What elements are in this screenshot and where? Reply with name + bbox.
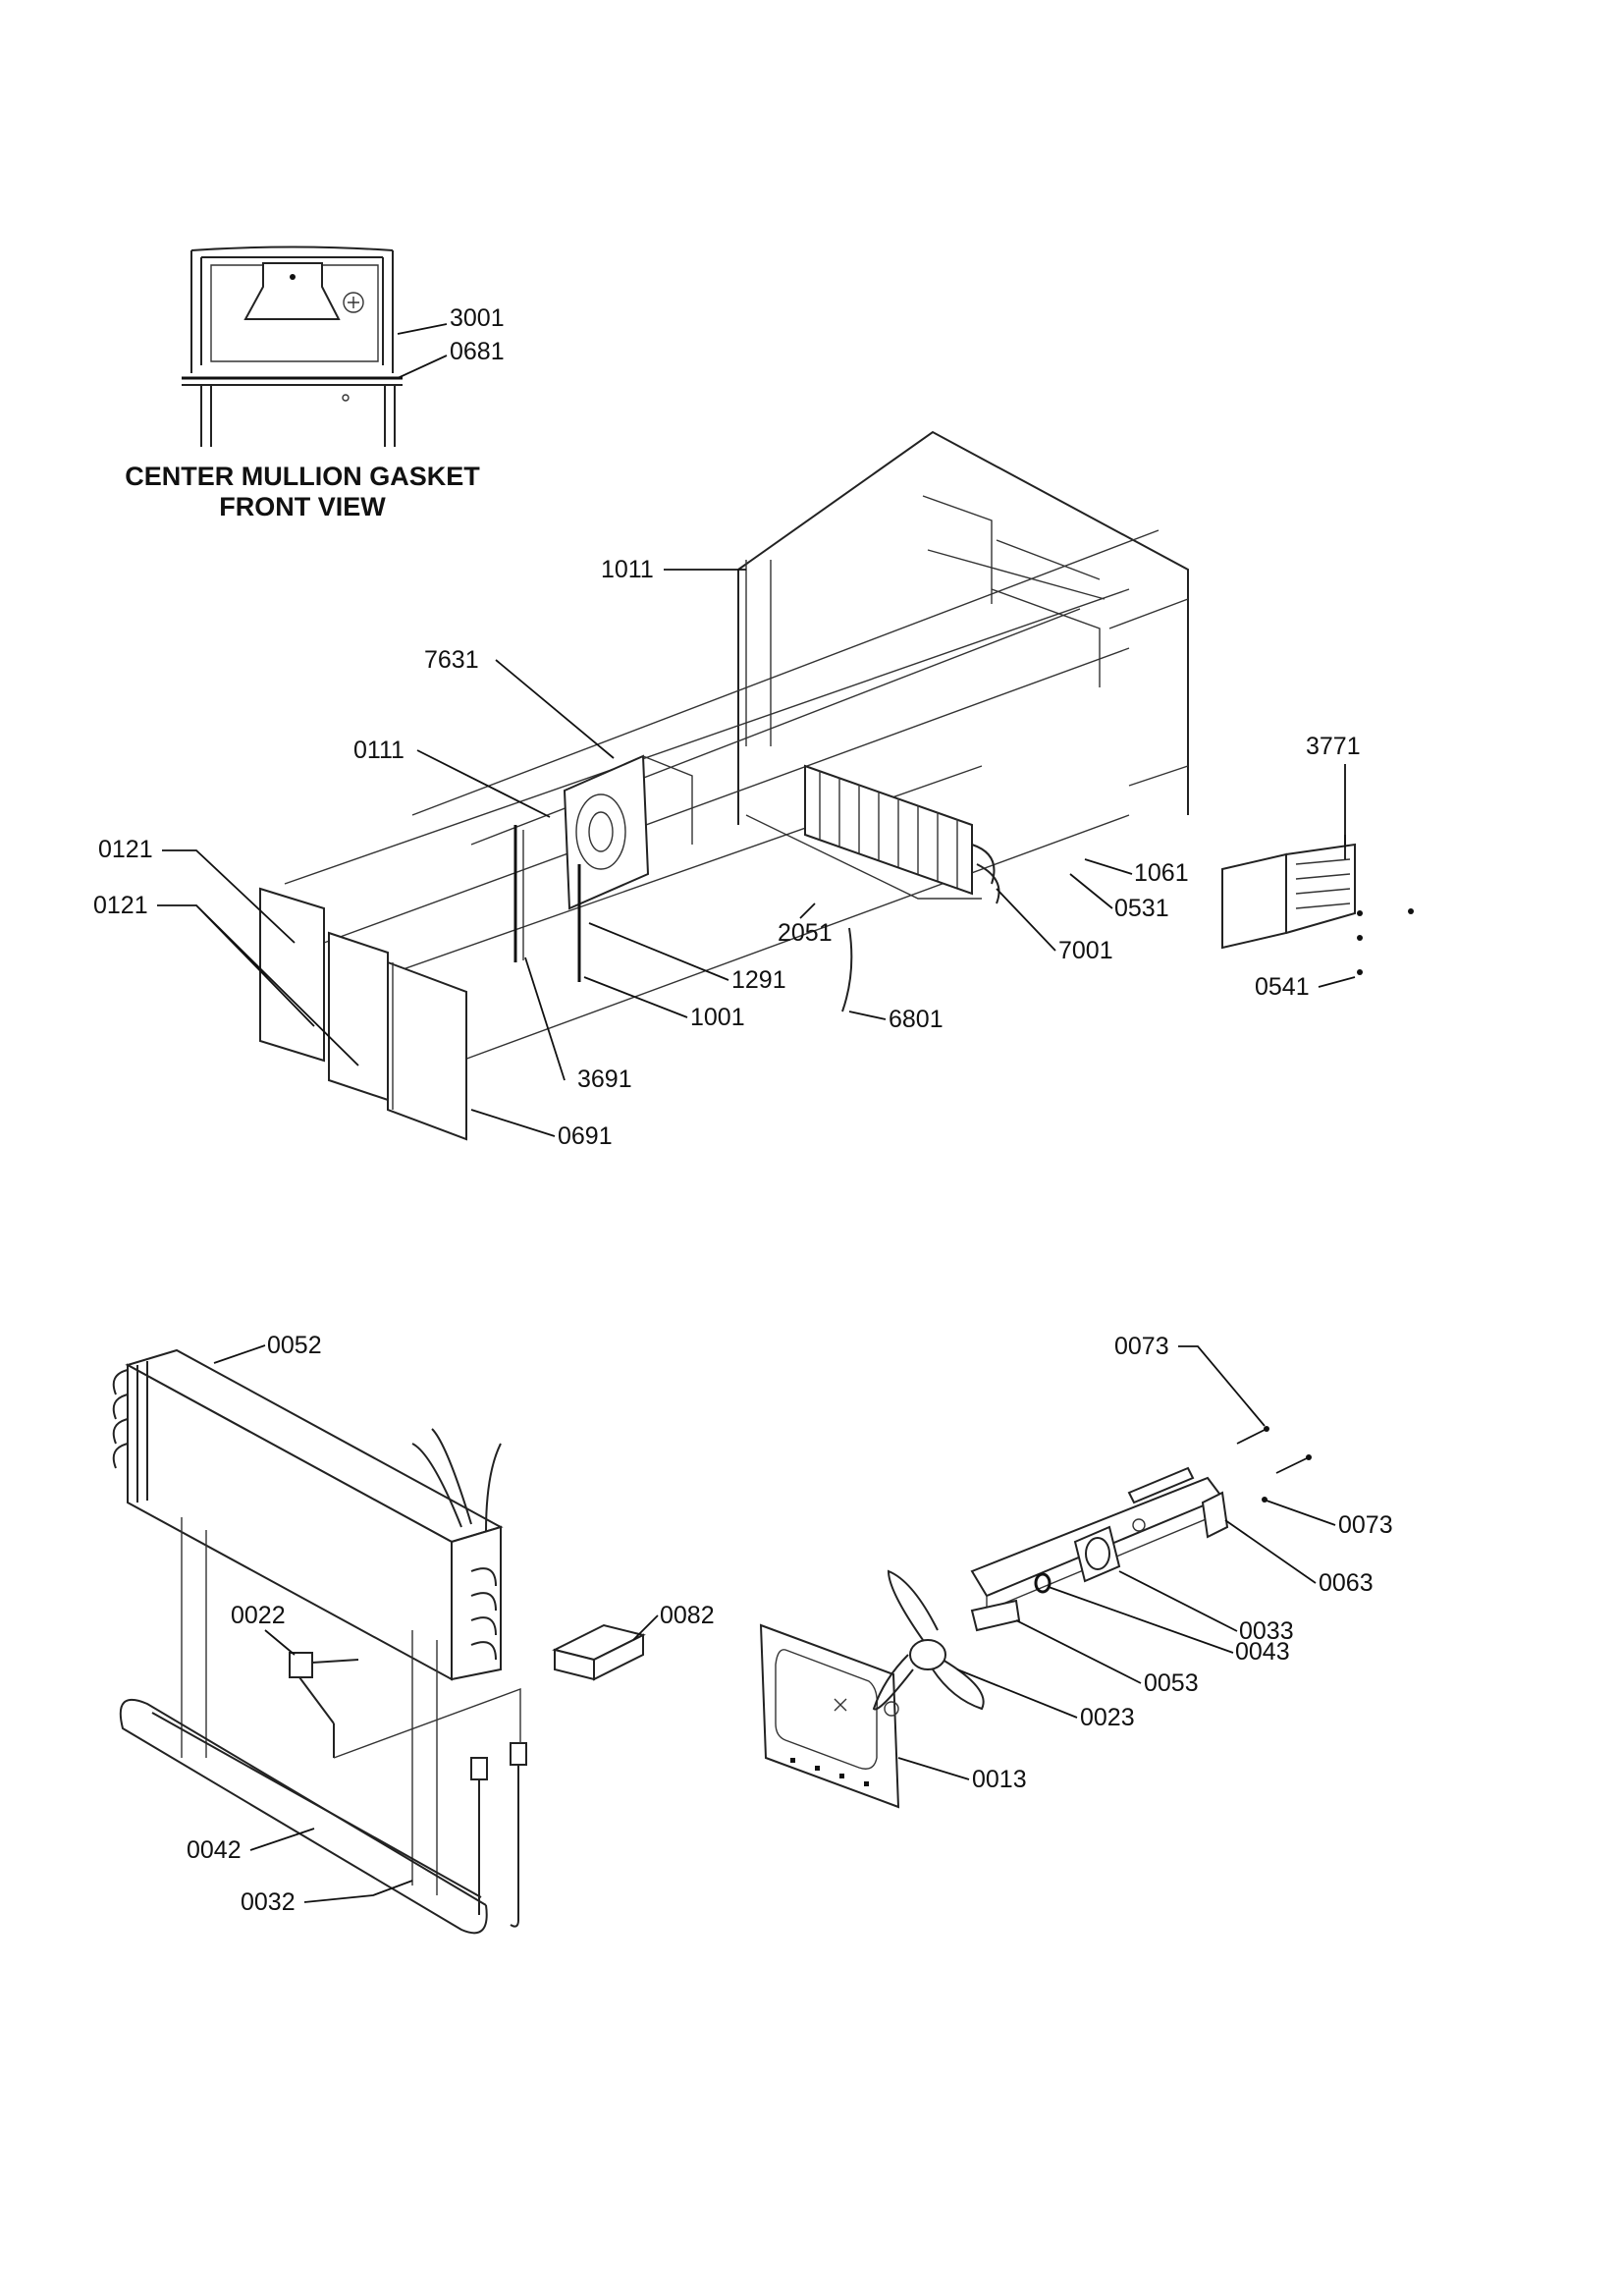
label-1001: 1001 bbox=[690, 1004, 745, 1031]
label-0121-b: 0121 bbox=[93, 892, 148, 919]
leader-0053 bbox=[1015, 1619, 1142, 1684]
label-0121-a: 0121 bbox=[98, 836, 153, 863]
label-7631: 7631 bbox=[424, 646, 479, 674]
leader-0022 bbox=[264, 1629, 296, 1656]
leader-0063 bbox=[1224, 1519, 1317, 1584]
upper-exploded-assembly bbox=[259, 430, 1414, 1141]
label-2051: 2051 bbox=[778, 919, 833, 947]
leader-0023 bbox=[956, 1668, 1078, 1719]
inset-caption-line1: CENTER MULLION GASKET bbox=[125, 462, 480, 491]
leader-1061 bbox=[1084, 858, 1133, 875]
upper-assembly-labels: 3001 0681 1011 7631 0111 3771 0121 0121 … bbox=[93, 304, 1361, 1150]
leader-6801 bbox=[848, 1011, 887, 1020]
leader-0111 bbox=[416, 749, 551, 818]
label-6801: 6801 bbox=[889, 1006, 944, 1033]
lower-right-fan-assembly bbox=[759, 1426, 1312, 1809]
label-0033: 0033 bbox=[1239, 1617, 1294, 1645]
label-3771: 3771 bbox=[1306, 733, 1361, 760]
leader-3691 bbox=[524, 957, 566, 1081]
leader-0073-a bbox=[1178, 1345, 1266, 1427]
label-1291: 1291 bbox=[731, 966, 786, 994]
leader-0073-b bbox=[1266, 1500, 1336, 1526]
leader-0042 bbox=[249, 1828, 315, 1851]
leader-0013 bbox=[897, 1757, 970, 1780]
label-1061: 1061 bbox=[1134, 859, 1189, 887]
label-0681: 0681 bbox=[450, 338, 505, 365]
label-0032: 0032 bbox=[241, 1888, 296, 1916]
label-0111: 0111 bbox=[353, 737, 404, 764]
mullion-gasket-inset: CENTER MULLION GASKET FRONT VIEW bbox=[125, 246, 480, 521]
leader-2051 bbox=[799, 902, 816, 919]
label-0691: 0691 bbox=[558, 1122, 613, 1150]
label-0053: 0053 bbox=[1144, 1669, 1199, 1697]
leader-1001 bbox=[583, 976, 688, 1018]
leader-0043 bbox=[1048, 1586, 1234, 1654]
label-0013: 0013 bbox=[972, 1766, 1027, 1793]
label-3691: 3691 bbox=[577, 1066, 632, 1093]
leader-0121-a bbox=[162, 849, 296, 944]
leader-0032 bbox=[303, 1880, 413, 1903]
label-0052: 0052 bbox=[267, 1332, 322, 1359]
leader-7001 bbox=[996, 888, 1056, 952]
label-0043: 0043 bbox=[1235, 1638, 1290, 1666]
lower-left-evaporator-assembly bbox=[112, 1348, 646, 1935]
leader-0681 bbox=[397, 355, 448, 379]
lower-right-labels: 0073 0073 0063 0033 0043 0053 0023 0013 bbox=[897, 1333, 1393, 1793]
leader-1291 bbox=[588, 922, 729, 981]
leader-0541 bbox=[1318, 976, 1356, 988]
leader-0121-b bbox=[157, 904, 359, 1066]
label-0063: 0063 bbox=[1319, 1569, 1374, 1597]
leader-0691 bbox=[470, 1109, 556, 1137]
label-0073-b: 0073 bbox=[1338, 1511, 1393, 1539]
label-0042: 0042 bbox=[187, 1836, 242, 1864]
leader-7631 bbox=[495, 659, 615, 759]
label-0541: 0541 bbox=[1255, 973, 1310, 1001]
label-0073-a: 0073 bbox=[1114, 1333, 1169, 1360]
label-3001: 3001 bbox=[450, 304, 505, 332]
leader-3001 bbox=[397, 323, 448, 335]
label-0023: 0023 bbox=[1080, 1704, 1135, 1731]
inset-caption-line2: FRONT VIEW bbox=[219, 492, 386, 521]
label-0082: 0082 bbox=[660, 1602, 715, 1629]
label-7001: 7001 bbox=[1058, 937, 1113, 964]
label-0531: 0531 bbox=[1114, 895, 1169, 922]
leader-0531 bbox=[1069, 873, 1113, 909]
label-0022: 0022 bbox=[231, 1602, 286, 1629]
lower-left-labels: 0052 0022 0082 0042 0032 bbox=[187, 1332, 715, 1916]
leader-0033 bbox=[1118, 1570, 1238, 1632]
leader-0082 bbox=[632, 1614, 659, 1641]
leader-0052 bbox=[213, 1344, 266, 1364]
label-1011: 1011 bbox=[601, 556, 654, 583]
